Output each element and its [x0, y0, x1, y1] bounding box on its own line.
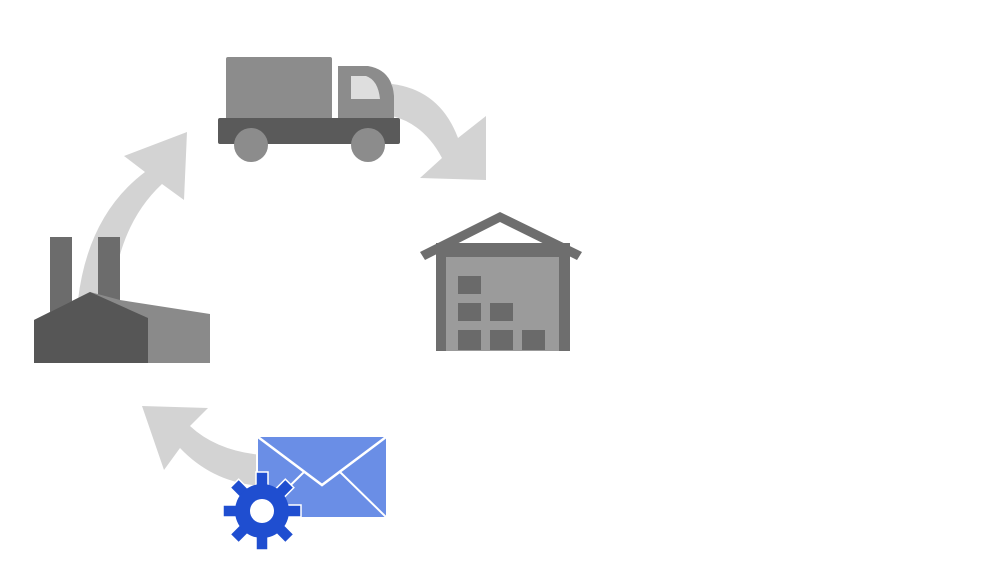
curved-arrow-icon — [142, 406, 282, 487]
arrow-order-to-factory — [142, 406, 282, 487]
curved-arrow-icon — [392, 84, 486, 180]
warehouse-icon — [420, 212, 582, 351]
delivery-truck-icon — [218, 57, 400, 162]
arrow-factory-to-truck — [78, 132, 187, 300]
curved-arrow-icon — [78, 132, 187, 300]
arrow-truck-to-warehouse — [392, 84, 486, 180]
order-message-icon — [222, 435, 388, 551]
factory-icon — [34, 237, 210, 363]
gear-icon — [222, 471, 302, 551]
